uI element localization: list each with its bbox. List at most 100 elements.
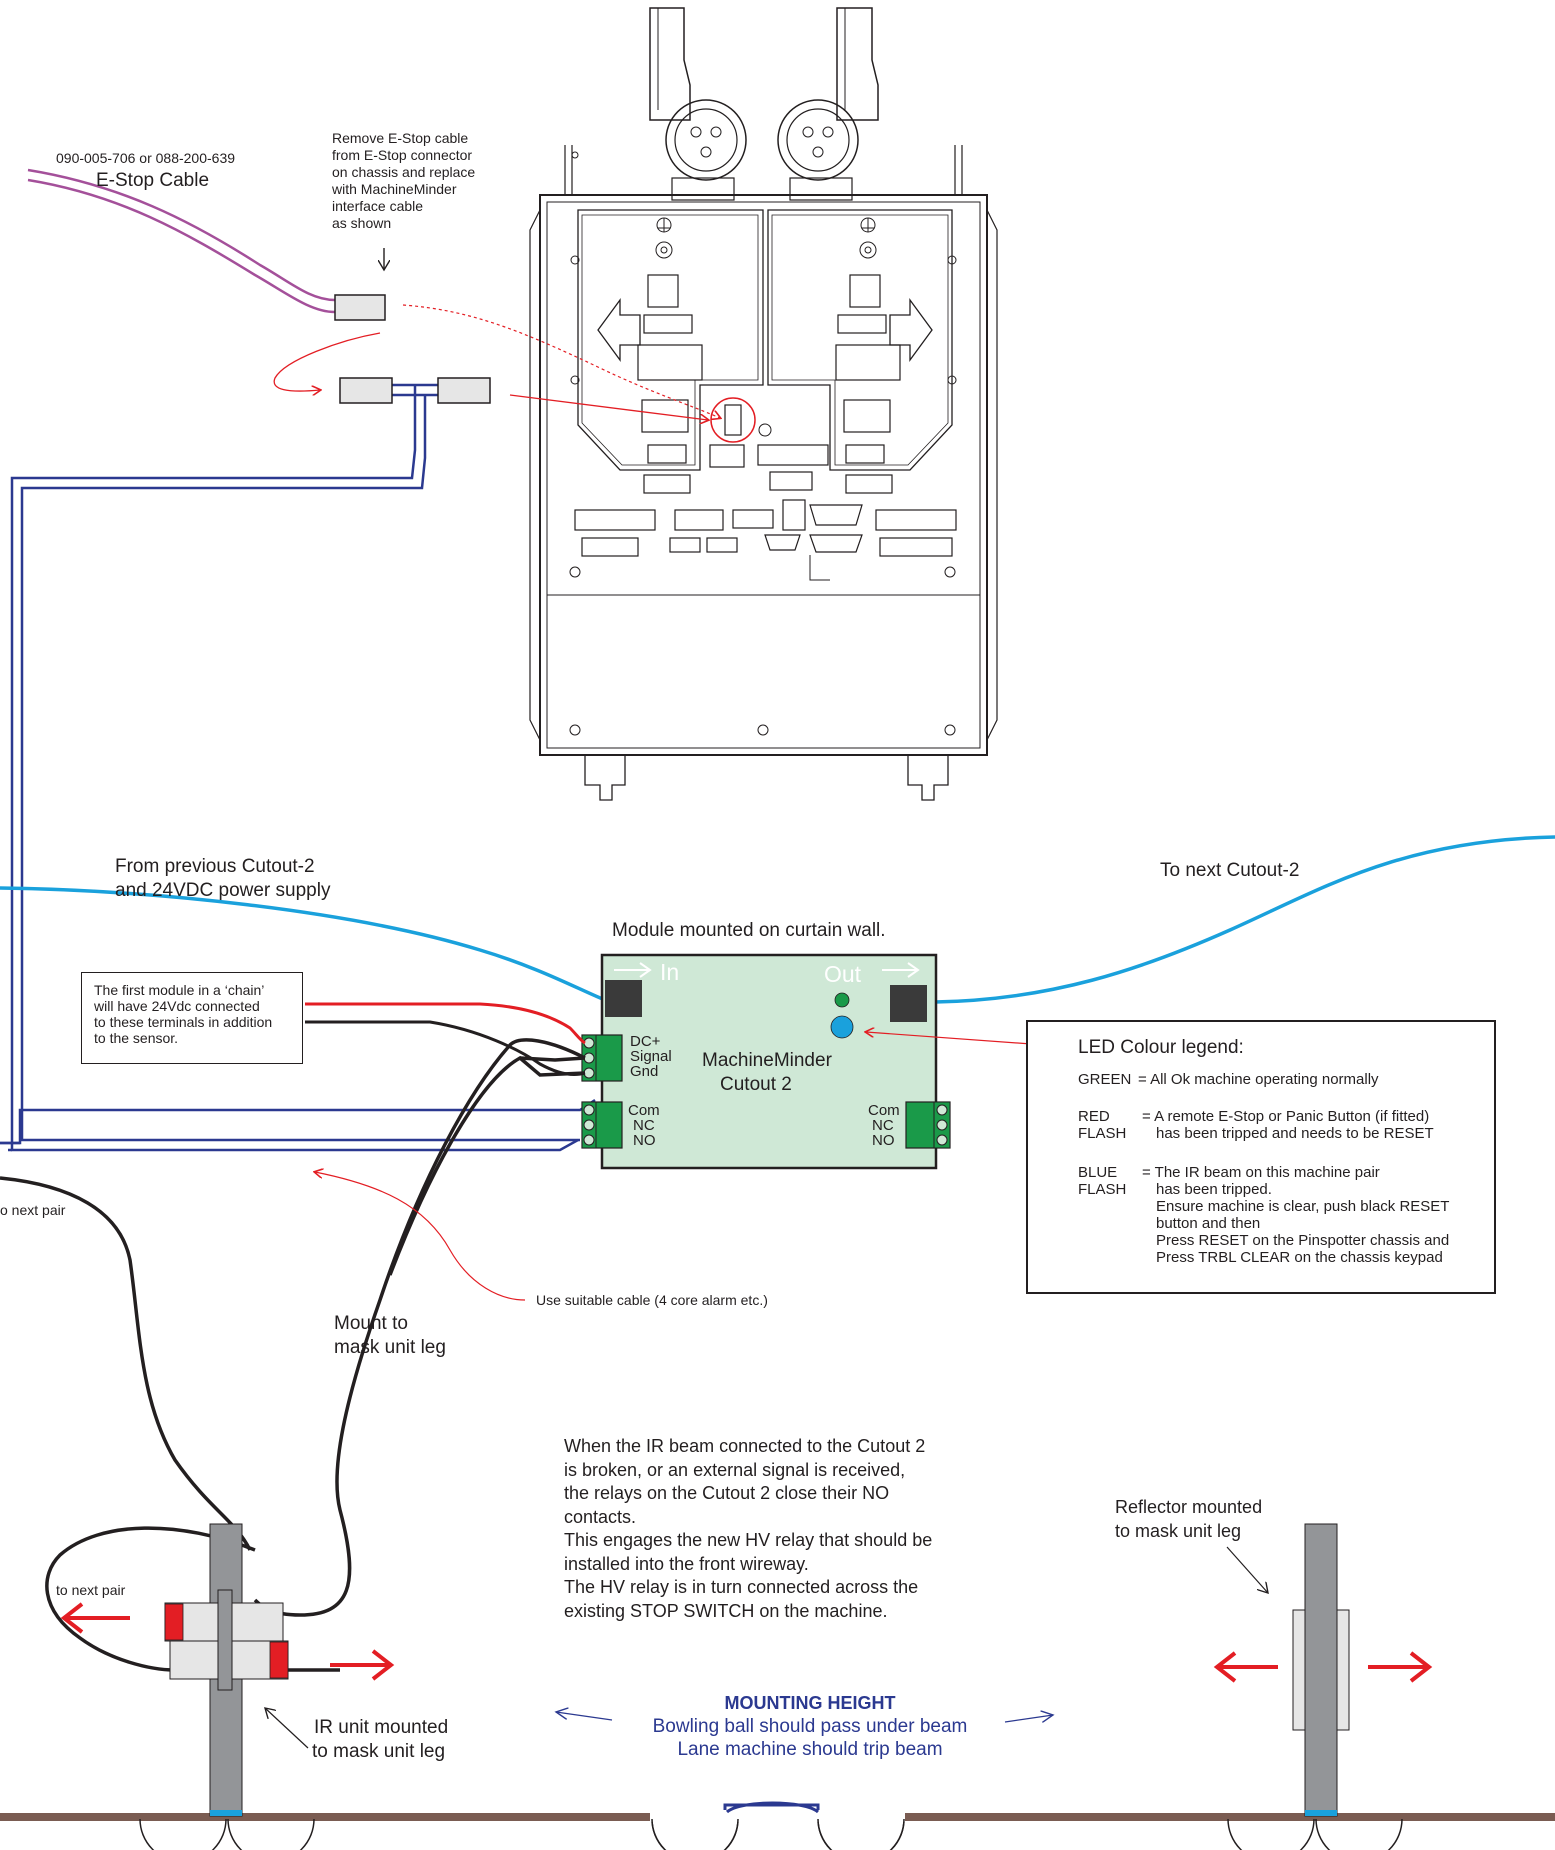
beam-direction-arrows: [60, 1602, 1433, 1683]
blue-led: [830, 1015, 854, 1039]
legend-green-desc: = All Ok machine operating normally: [1138, 1071, 1379, 1088]
sensor-cable: [0, 1038, 586, 1672]
module-in-label: In: [660, 959, 680, 985]
gnd-wire: [305, 1020, 586, 1076]
led-legend-title: LED Colour legend:: [1078, 1037, 1244, 1058]
power-terminal-labels: DC+ Signal Gnd: [630, 1034, 672, 1079]
no-left-label: NO: [633, 1132, 656, 1149]
connector-pointer-arrow: [509, 394, 708, 420]
no-right-label: NO: [872, 1132, 895, 1149]
floor: [0, 1801, 1555, 1850]
ir-unit-label-line: IR unit mounted: [314, 1717, 449, 1738]
ir-description-line: installed into the front wireway.: [564, 1553, 809, 1574]
ir-unit-leg: [164, 1523, 289, 1817]
mounting-height-title: MOUNTING HEIGHT: [724, 1693, 896, 1713]
remove-note-line: from E-Stop connector: [332, 147, 473, 163]
nc-right-label: NC: [872, 1117, 894, 1134]
from-label-line: From previous Cutout-2: [115, 856, 315, 877]
reflector-pointer: [1226, 1546, 1268, 1593]
reroute-arrow: [273, 332, 381, 391]
remove-note-line: Remove E-Stop cable: [332, 130, 469, 146]
interface-connector-right: [437, 377, 491, 404]
module-title-2: Cutout 2: [720, 1074, 792, 1095]
dc-plus-label: DC+: [630, 1033, 661, 1050]
bus-cable-in: [0, 886, 606, 1002]
first-module-note-line: to these terminals in addition: [94, 1014, 273, 1030]
com-right-label: Com: [868, 1102, 900, 1119]
mount-leg-label-line: Mount to: [334, 1313, 408, 1334]
reflector-label-line: Reflector mounted: [1115, 1497, 1263, 1517]
com-left-label: Com: [628, 1102, 660, 1119]
legend-blue-desc-2: has been tripped.: [1156, 1181, 1272, 1198]
legend-blue-label-2: FLASH: [1078, 1181, 1127, 1198]
estop-routing-line: [402, 304, 720, 418]
relay-terminal-labels-left: Com NC NO: [628, 1103, 660, 1148]
legend-red-label-1: RED: [1078, 1108, 1110, 1125]
dc-plus-wire: [305, 1002, 586, 1045]
remove-note-line: interface cable: [332, 198, 424, 214]
interface-cable: [8, 383, 580, 1152]
relay-terminal-labels-right: Com NC NO: [868, 1103, 900, 1148]
bus-cable-out: [934, 835, 1555, 1004]
cable-part-numbers: 090-005-706 or 088-200-639: [56, 150, 236, 166]
cable-name: E-Stop Cable: [96, 170, 210, 191]
to-next-pair-top: o next pair: [0, 1202, 66, 1218]
ir-description-line: When the IR beam connected to the Cutout…: [564, 1436, 926, 1456]
mounting-height-line: Lane machine should trip beam: [677, 1739, 943, 1760]
reflector-leg: [1292, 1523, 1350, 1817]
legend-blue-desc-3: Ensure machine is clear, push black RESE…: [1156, 1198, 1450, 1215]
module-out-label: Out: [824, 961, 862, 987]
remove-note-line: on chassis and replace: [332, 164, 476, 180]
reflector-label: Reflector mounted to mask unit leg: [1115, 1495, 1262, 1543]
ir-description-line: contacts.: [564, 1506, 637, 1527]
led-legend: LED Colour legend: GREEN = All Ok machin…: [1026, 1020, 1496, 1294]
legend-red-desc-2: has been tripped and needs to be RESET: [1156, 1125, 1434, 1142]
legend-blue-desc-6: Press TRBL CLEAR on the chassis keypad: [1156, 1249, 1443, 1266]
cutout2-module: [581, 953, 951, 1170]
legend-blue-desc-5: Press RESET on the Pinspotter chassis an…: [1156, 1232, 1450, 1249]
first-module-note: The first module in a ‘chain’ will have …: [81, 972, 303, 1064]
first-module-note-line: will have 24Vdc connected: [94, 998, 260, 1014]
remove-note-line: with MachineMinder: [332, 181, 457, 197]
module-title-1: MachineMinder: [702, 1050, 832, 1071]
remove-note-line: as shown: [332, 215, 392, 231]
interface-cable-lower: [0, 1098, 596, 1145]
mounting-arrow-right: [1004, 1715, 1053, 1722]
pinspotter-chassis: [529, 7, 998, 801]
legend-blue-desc-4: button and then: [1156, 1215, 1261, 1232]
gnd-label: Gnd: [630, 1063, 659, 1080]
mounting-height: MOUNTING HEIGHT Bowling ball should pass…: [600, 1692, 1020, 1761]
mounting-height-line: Bowling ball should pass under beam: [652, 1716, 968, 1737]
ir-description-line: The HV relay is in turn connected across…: [564, 1577, 919, 1597]
ir-description-line: This engages the new HV relay that shoul…: [564, 1530, 933, 1550]
ir-description-line: the relays on the Cutout 2 close their N…: [564, 1483, 890, 1503]
first-module-note-line: to the sensor.: [94, 1030, 179, 1046]
from-label-line: and 24VDC power supply: [115, 880, 331, 901]
signal-label: Signal: [630, 1048, 672, 1065]
legend-red-label-2: FLASH: [1078, 1125, 1127, 1142]
reflector-label-line: to mask unit leg: [1115, 1521, 1242, 1541]
to-next-pair-bottom: to next pair: [56, 1582, 126, 1598]
cable-note: Use suitable cable (4 core alarm etc.): [536, 1292, 768, 1308]
legend-blue-desc-1: = The IR beam on this machine pair: [1142, 1164, 1380, 1181]
ir-description-line: is broken, or an external signal is rece…: [564, 1459, 906, 1480]
first-module-note-line: The first module in a ‘chain’: [94, 982, 265, 998]
nc-left-label: NC: [633, 1117, 655, 1134]
green-led: [834, 992, 850, 1008]
ir-unit-pointer: [265, 1708, 309, 1749]
ir-description: When the IR beam connected to the Cutout…: [564, 1435, 932, 1623]
mount-leg-label: Mount to mask unit leg: [334, 1312, 446, 1360]
ir-unit-label: IR unit mounted to mask unit leg: [312, 1716, 448, 1764]
module-mount-label: Module mounted on curtain wall.: [612, 920, 886, 941]
legend-green-label: GREEN: [1078, 1071, 1132, 1088]
legend-blue-label-1: BLUE: [1078, 1164, 1118, 1181]
mount-leg-label-line: mask unit leg: [334, 1337, 446, 1358]
remove-note: Remove E-Stop cable from E-Stop connecto…: [332, 130, 475, 232]
cable-note-arrow: [315, 1172, 526, 1301]
interface-connector-left: [339, 377, 393, 404]
to-label: To next Cutout-2: [1160, 860, 1300, 881]
legend-red-desc-1: = A remote E-Stop or Panic Button (if fi…: [1142, 1108, 1430, 1125]
estop-connector: [334, 294, 386, 321]
mounting-arrow-left: [556, 1712, 613, 1721]
